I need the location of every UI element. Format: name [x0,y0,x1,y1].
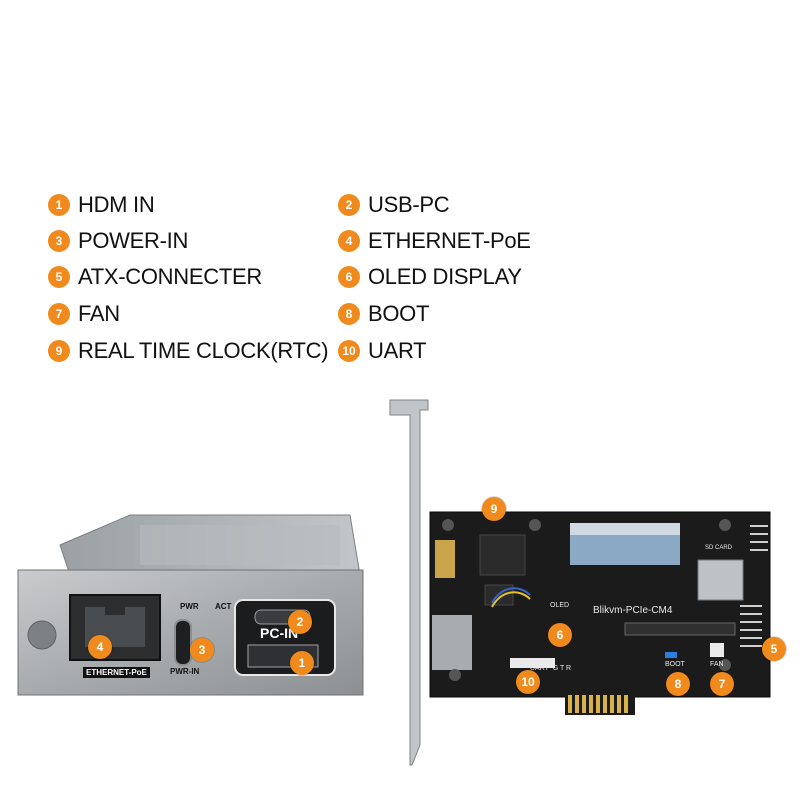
legend-item-10: 10 UART [338,336,427,366]
legend-label: BOOT [368,301,430,326]
legend-badge: 1 [48,194,70,216]
pwr-in-label: PWR-IN [170,667,200,676]
marker-6: 6 [548,623,572,647]
legend-item-2: 2 USB-PC [338,190,450,220]
marker-8: 8 [666,672,690,696]
marker-1: 1 [290,651,314,675]
legend-item-9: 9 REAL TIME CLOCK(RTC) [48,336,329,366]
legend-badge: 3 [48,230,70,252]
legend-item-6: 6 OLED DISPLAY [338,262,522,292]
legend-label: ATX-CONNECTER [78,264,262,289]
legend-badge: 9 [48,340,70,362]
pc-in-label: PC-IN [260,625,299,641]
legend-item-1: 1 HDM IN [48,190,155,220]
legend-label: POWER-IN [78,228,189,253]
legend-label: REAL TIME CLOCK(RTC) [78,338,329,363]
legend-item-4: 4 ETHERNET-PoE [338,226,531,256]
marker-7: 7 [710,672,734,696]
oled-label: OLED [550,602,570,609]
uart-label: UART G T R [530,665,572,672]
legend-label: ETHERNET-PoE [368,228,531,253]
boot-label: BOOT [665,661,685,668]
legend: 1 HDM IN 2 USB-PC 3 POWER-IN 4 ETHERNET-… [48,190,568,370]
fan-label: FAN [710,661,724,668]
legend-label: UART [368,338,427,363]
legend-item-3: 3 POWER-IN [48,226,188,256]
legend-label: OLED DISPLAY [368,264,522,289]
legend-badge: 4 [338,230,360,252]
legend-badge: 10 [338,340,360,362]
marker-2: 2 [288,610,312,634]
sd-card-label: SD CARD [705,545,733,551]
legend-label: USB-PC [368,192,450,217]
legend-badge: 7 [48,303,70,325]
marker-10: 10 [516,670,540,694]
legend-badge: 8 [338,303,360,325]
pwr-label: PWR [180,602,199,611]
legend-item-5: 5 ATX-CONNECTER [48,262,262,292]
board-name-label: Blikvm-PCIe-CM4 [593,605,673,616]
legend-badge: 5 [48,266,70,288]
card-illustration [389,399,771,766]
left-photo-bracket: PWR ACT PC-IN ETHERNET-PoE PWR-IN 1 2 3 … [10,505,370,705]
legend-item-7: 7 FAN [48,299,120,329]
legend-badge: 6 [338,266,360,288]
legend-label: HDM IN [78,192,155,217]
right-photo-card: Blikvm-PCIe-CM4 OLED BOOT FAN UART G T R… [380,395,790,780]
marker-9: 9 [482,497,506,521]
ethernet-label: ETHERNET-PoE [83,667,150,678]
legend-badge: 2 [338,194,360,216]
marker-3: 3 [190,638,214,662]
marker-5: 5 [762,637,786,661]
legend-label: FAN [78,301,120,326]
act-label: ACT [215,602,232,611]
legend-item-8: 8 BOOT [338,299,429,329]
marker-4: 4 [88,635,112,659]
